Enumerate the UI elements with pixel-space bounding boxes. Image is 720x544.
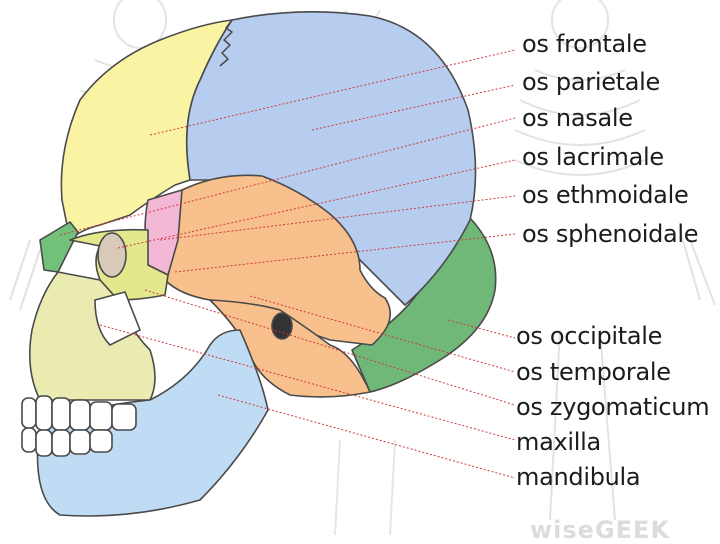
leader-occipitale [447, 319, 516, 339]
leader-lines [59, 49, 516, 479]
orbit-socket [97, 232, 127, 278]
bone-mandibula [36, 329, 269, 517]
leader-sphenoidale [174, 233, 516, 273]
label-occipitale: os occipitale [516, 322, 663, 350]
label-nasale: os nasale [522, 104, 633, 132]
bone-frontale [60, 19, 233, 241]
leader-zygomaticum [144, 289, 516, 406]
leader-mandibula [217, 394, 516, 479]
nasal-cavity [94, 291, 141, 346]
label-mandibula: mandibula [516, 463, 641, 491]
ear-canal [271, 312, 293, 340]
label-frontale: os frontale [522, 30, 647, 58]
teeth [21, 395, 137, 457]
leader-parietale [311, 84, 516, 131]
bone-sphenoidale [164, 174, 392, 346]
label-ethmoidale: os ethmoidale [522, 181, 689, 209]
bone-nasale [39, 221, 79, 273]
leader-frontale [149, 49, 516, 136]
skull-bones [21, 11, 497, 517]
label-sphenoidale: os sphenoidale [522, 220, 699, 248]
background-skeleton-right [514, 0, 716, 521]
label-zygomaticum: os zygomaticum [516, 393, 710, 421]
label-maxilla: maxilla [516, 428, 601, 456]
leader-temporale [249, 295, 516, 373]
label-lacrimale: os lacrimale [522, 143, 664, 171]
watermark: wiseGEEK [530, 516, 671, 544]
label-temporale: os temporale [516, 358, 671, 386]
label-parietale: os parietale [522, 68, 661, 96]
coronal-suture [219, 19, 233, 67]
